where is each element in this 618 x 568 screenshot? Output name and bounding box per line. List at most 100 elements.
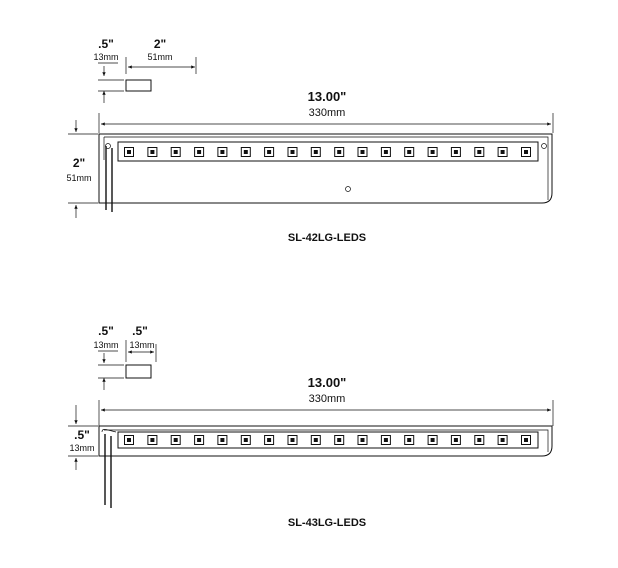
- led-emitter: [360, 150, 365, 154]
- profile-height-in: .5": [98, 37, 114, 51]
- led-chip: [450, 147, 461, 157]
- led-chip: [147, 435, 158, 445]
- led-emitter: [453, 438, 458, 442]
- led-emitter: [267, 150, 272, 154]
- led-emitter: [220, 150, 225, 154]
- drawing-sl-42lg: .5" 13mm 2" 51mm 13.00" 330mm 2" 51mm: [66, 37, 554, 244]
- led-emitter: [500, 438, 505, 442]
- led-emitter: [150, 150, 155, 154]
- side-mm: 51mm: [66, 173, 91, 183]
- mount-hole: [345, 186, 351, 192]
- led-emitter: [407, 438, 412, 442]
- profile-detail: .5" 13mm .5" 13mm: [93, 324, 157, 390]
- side-in: 2": [73, 156, 85, 170]
- led-emitter: [267, 438, 272, 442]
- led-emitter: [430, 438, 435, 442]
- led-emitter: [127, 150, 131, 154]
- power-lead: [104, 434, 112, 508]
- profile-width-in: .5": [132, 324, 148, 338]
- profile-width-mm: 13mm: [129, 340, 154, 350]
- fixture-inner-edge: [104, 429, 549, 452]
- led-chip: [404, 147, 415, 157]
- led-strip: [117, 431, 539, 449]
- led-row: [124, 435, 531, 445]
- profile-width-in: 2": [154, 37, 166, 51]
- mount-hole: [541, 143, 547, 149]
- led-emitter: [383, 150, 388, 154]
- led-emitter: [524, 438, 528, 442]
- led-chip: [310, 147, 321, 157]
- led-chip: [124, 435, 134, 445]
- led-emitter: [524, 150, 528, 154]
- power-lead: [105, 146, 113, 212]
- profile-height-mm: 13mm: [93, 340, 118, 350]
- fixture-inner-edge: [103, 136, 549, 200]
- led-chip: [497, 147, 508, 157]
- led-chip: [124, 147, 134, 157]
- profile-width-mm: 51mm: [147, 52, 172, 62]
- led-chip: [380, 147, 391, 157]
- led-emitter: [150, 438, 155, 442]
- led-chip: [474, 147, 485, 157]
- led-chip: [240, 147, 251, 157]
- led-chip: [287, 435, 298, 445]
- led-emitter: [290, 150, 295, 154]
- led-emitter: [127, 438, 131, 442]
- profile-detail: .5" 13mm 2" 51mm: [93, 37, 197, 103]
- led-emitter: [173, 438, 178, 442]
- led-chip: [240, 435, 251, 445]
- led-emitter: [500, 150, 505, 154]
- led-chip: [427, 435, 438, 445]
- model-label: SL-42LG-LEDS: [288, 232, 366, 244]
- led-strip: [117, 141, 539, 162]
- led-chip: [194, 435, 205, 445]
- led-emitter: [220, 438, 225, 442]
- led-chip: [170, 435, 181, 445]
- led-chip: [264, 147, 275, 157]
- length-in: 13.00": [308, 375, 347, 390]
- drawing-sl-43lg: .5" 13mm .5" 13mm 13.00" 330mm .5" 13mm: [68, 324, 554, 529]
- led-chip: [217, 435, 228, 445]
- led-chip: [170, 147, 181, 157]
- side-mm: 13mm: [69, 443, 94, 453]
- led-chip: [450, 435, 461, 445]
- led-chip: [287, 147, 298, 157]
- led-emitter: [197, 150, 202, 154]
- led-emitter: [173, 150, 178, 154]
- led-chip: [380, 435, 391, 445]
- led-emitter: [477, 150, 482, 154]
- profile-height-mm: 13mm: [93, 52, 118, 62]
- led-emitter: [477, 438, 482, 442]
- led-chip: [147, 147, 158, 157]
- side-in: .5": [74, 428, 90, 442]
- led-chip: [474, 435, 485, 445]
- led-chip: [521, 435, 531, 445]
- profile-height-in: .5": [98, 324, 114, 338]
- led-emitter: [243, 150, 248, 154]
- led-chip: [497, 435, 508, 445]
- led-emitter: [453, 150, 458, 154]
- led-chip: [194, 147, 205, 157]
- led-emitter: [407, 150, 412, 154]
- wire-entry: [101, 428, 117, 433]
- led-chip: [357, 147, 368, 157]
- led-chip: [521, 147, 531, 157]
- fixture-body: [98, 133, 553, 204]
- led-emitter: [313, 438, 318, 442]
- led-chip: [310, 435, 321, 445]
- led-emitter: [290, 438, 295, 442]
- led-emitter: [360, 438, 365, 442]
- led-chip: [217, 147, 228, 157]
- length-mm: 330mm: [309, 107, 346, 119]
- length-mm: 330mm: [309, 393, 346, 405]
- led-emitter: [313, 150, 318, 154]
- led-emitter: [243, 438, 248, 442]
- profile-cross-section: [125, 79, 152, 92]
- profile-cross-section: [125, 364, 152, 379]
- led-chip: [334, 435, 345, 445]
- model-label: SL-43LG-LEDS: [288, 517, 366, 529]
- led-row: [124, 147, 531, 157]
- led-chip: [357, 435, 368, 445]
- fixture-body: [98, 425, 553, 457]
